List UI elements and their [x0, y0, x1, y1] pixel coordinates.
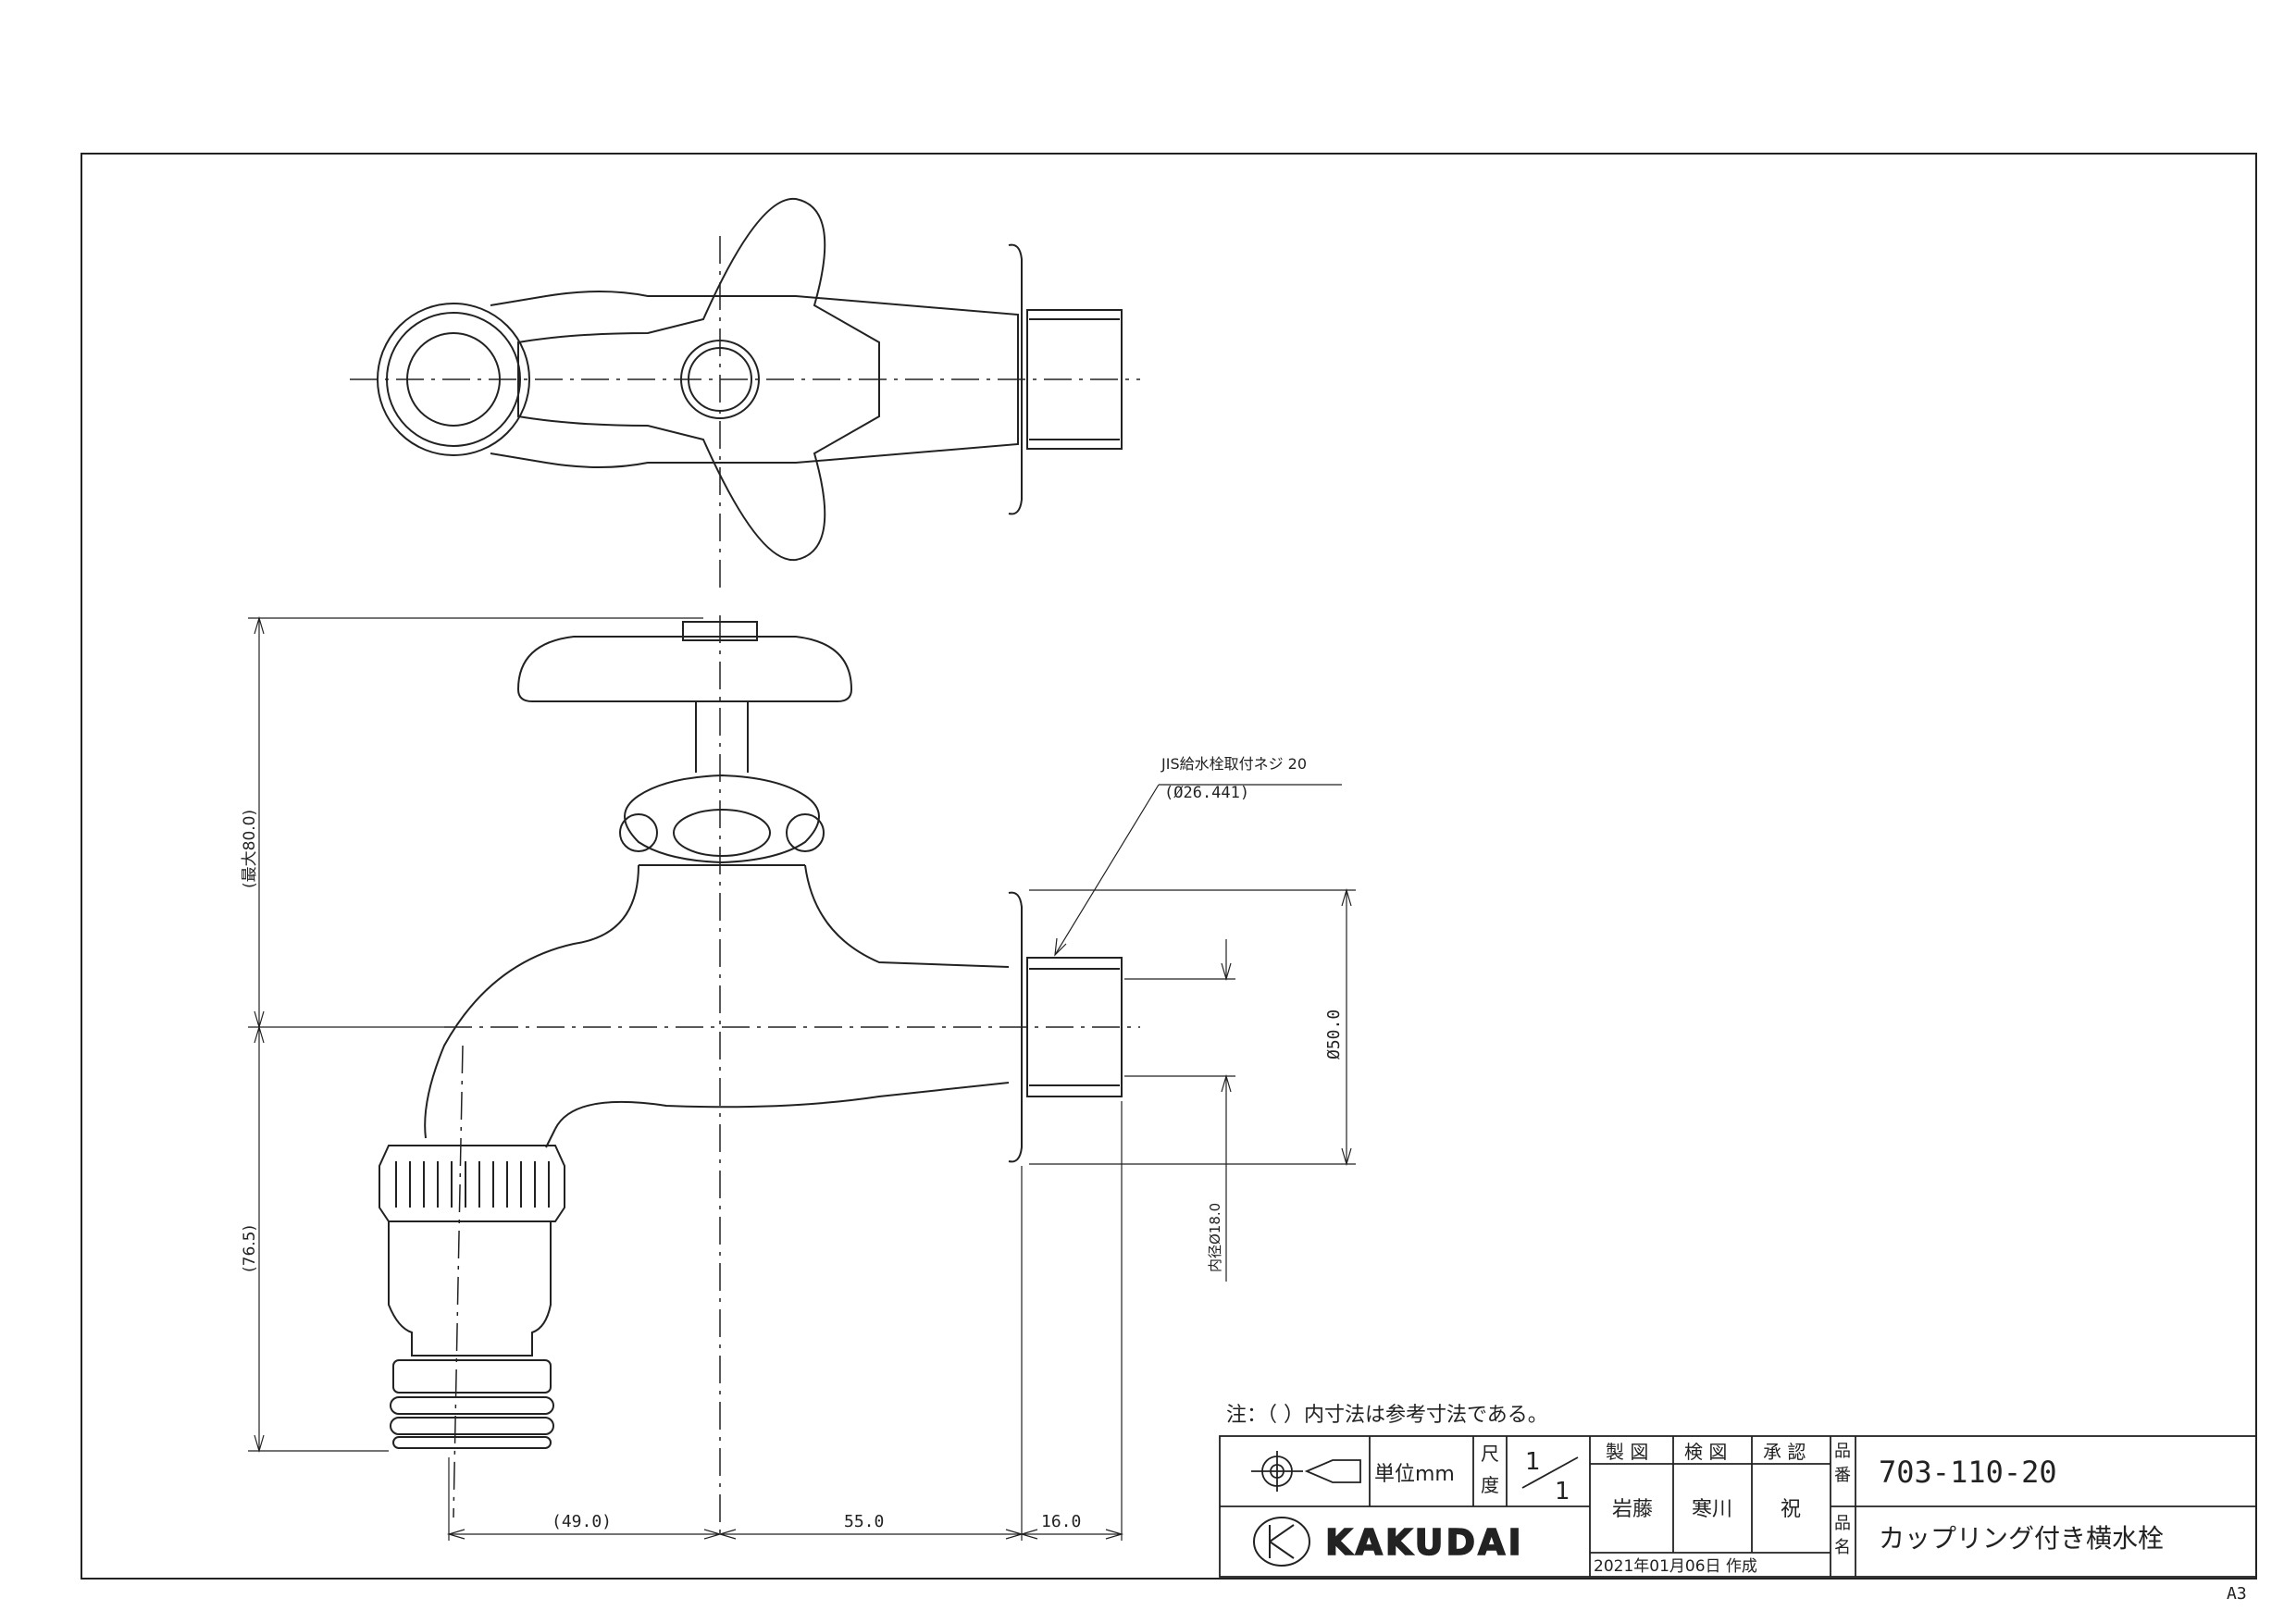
dim-spout-offset: (49.0) [552, 1512, 612, 1531]
drawing-border [81, 153, 2257, 1580]
scale-bottom: 1 [1555, 1478, 1570, 1505]
dim-inner-dia: 内径Ø18.0 [1207, 1203, 1223, 1272]
scale-top: 1 [1525, 1448, 1541, 1476]
thread-dia: (Ø26.441) [1164, 784, 1249, 802]
unit-label: 単位mm [1374, 1463, 1455, 1486]
projection-symbol-icon [1251, 1451, 1361, 1492]
dimension-lines [248, 615, 1356, 1541]
brand-name: KAKUDAI [1325, 1522, 1524, 1563]
col-drawn: 製 図 [1606, 1441, 1648, 1463]
col-checked: 検 図 [1684, 1441, 1727, 1463]
creation-date: 2021年01月06日 作成 [1594, 1557, 1757, 1576]
part-name-label-1: 品 [1834, 1514, 1851, 1533]
checked-by: 寒川 [1692, 1498, 1732, 1521]
part-name-label-2: 名 [1834, 1538, 1851, 1557]
part-name: カップリング付き横水栓 [1879, 1523, 2164, 1554]
col-approved: 承 認 [1763, 1441, 1806, 1463]
drawn-by: 岩藤 [1612, 1498, 1653, 1521]
thread-spec: JIS給水栓取付ネジ 20 [1160, 755, 1307, 773]
dim-thread-length: 16.0 [1041, 1512, 1081, 1531]
dim-handle-height: (最大80.0) [241, 810, 259, 888]
dim-spout-height: (76.5) [241, 1225, 259, 1272]
dim-body-length: 55.0 [844, 1512, 884, 1531]
title-block [1219, 1435, 2257, 1578]
part-no-label-1: 品 [1834, 1442, 1851, 1461]
part-no-label-2: 番 [1834, 1466, 1851, 1485]
scale-label-bottom: 度 [1481, 1474, 1499, 1496]
approved-by: 祝 [1781, 1498, 1801, 1521]
kakudai-logo-icon [1253, 1517, 1310, 1567]
front-view [379, 621, 1123, 1449]
reference-note: 注：（ ）内寸法は参考寸法である。 [1226, 1404, 1548, 1427]
dim-flange-dia: Ø50.0 [1324, 1010, 1344, 1059]
scale-label-top: 尺 [1481, 1443, 1499, 1465]
sheet-size: A3 [2227, 1584, 2247, 1604]
part-number: 703-110-20 [1879, 1455, 2057, 1490]
